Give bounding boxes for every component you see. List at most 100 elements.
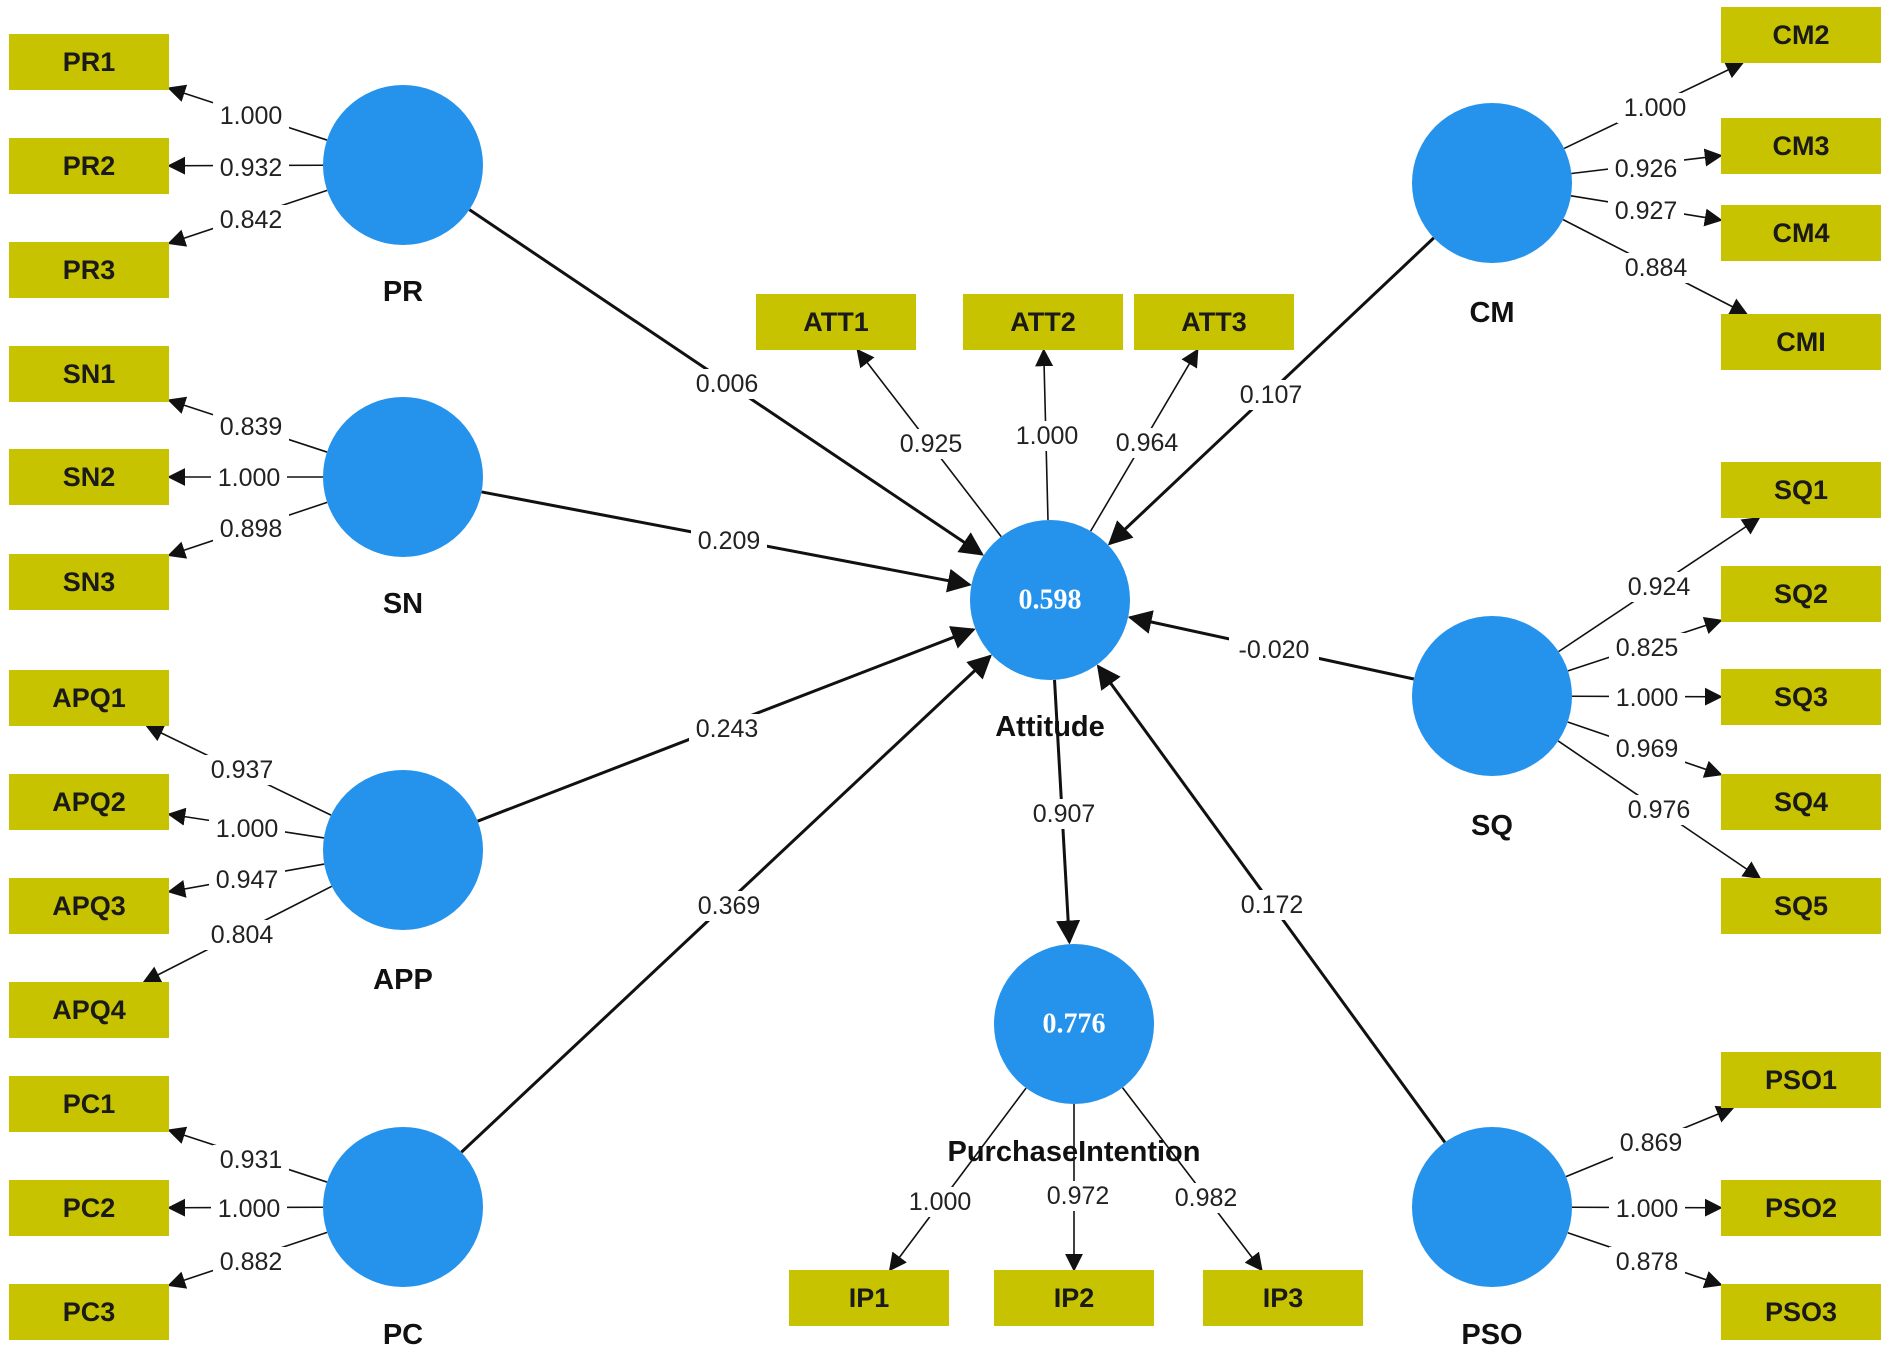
indicator-label: APQ4 [52, 995, 126, 1025]
indicator-sq5[interactable]: SQ5 [1721, 878, 1881, 934]
indicator-pc3[interactable]: PC3 [9, 1284, 169, 1340]
indicator-box [1721, 7, 1881, 63]
loading-label-sq4: 0.969 [1609, 734, 1685, 764]
loading-label-pr3-text: 0.842 [220, 206, 283, 234]
indicator-label: SQ1 [1774, 475, 1828, 505]
path-label-sn: 0.209 [691, 526, 767, 556]
indicator-ip3[interactable]: IP3 [1203, 1270, 1363, 1326]
loading-label-apq1-bg [204, 755, 280, 785]
loading-label-cm2-bg [1617, 93, 1693, 123]
indicator-cm2[interactable]: CM2 [1721, 7, 1881, 63]
indicator-pso1[interactable]: PSO1 [1721, 1052, 1881, 1108]
indicator-apq1[interactable]: APQ1 [9, 670, 169, 726]
path-label-pc-bg [691, 891, 767, 921]
loading-label-sq1: 0.924 [1621, 572, 1697, 602]
indicator-label: SN2 [63, 462, 116, 492]
indicator-box [9, 449, 169, 505]
indicator-box [1721, 314, 1881, 370]
loading-label-sn3: 0.898 [213, 514, 289, 544]
indicator-label: PR2 [63, 151, 116, 181]
latent-pr[interactable]: PR [323, 85, 483, 308]
loading-label-sn3-text: 0.898 [220, 515, 283, 543]
indicator-box [994, 1270, 1154, 1326]
latent-label: APP [373, 964, 433, 996]
path-label-att-bg [1026, 799, 1102, 829]
indicator-cmi[interactable]: CMI [1721, 314, 1881, 370]
loading-label-cm4-bg [1608, 196, 1684, 226]
indicator-box [9, 346, 169, 402]
indicator-sq3[interactable]: SQ3 [1721, 669, 1881, 725]
loading-label-pso2-text: 1.000 [1616, 1195, 1679, 1223]
loading-label-ip3-bg [1168, 1183, 1244, 1213]
indicator-label: SQ2 [1774, 579, 1828, 609]
indicator-pr2[interactable]: PR2 [9, 138, 169, 194]
latent-label: SN [383, 588, 423, 620]
indicator-ip1[interactable]: IP1 [789, 1270, 949, 1326]
indicator-label: SN3 [63, 567, 116, 597]
indicator-label: SQ5 [1774, 891, 1828, 921]
indicator-sn3[interactable]: SN3 [9, 554, 169, 610]
latent-circle [1412, 1127, 1572, 1287]
indicator-att1[interactable]: ATT1 [756, 294, 916, 350]
indicator-sn2[interactable]: SN2 [9, 449, 169, 505]
indicator-apq4[interactable]: APQ4 [9, 982, 169, 1038]
loading-label-att1: 0.925 [893, 429, 969, 459]
loading-label-pr2-text: 0.932 [220, 154, 283, 182]
loading-label-apq2-text: 1.000 [216, 815, 279, 843]
indicator-pso3[interactable]: PSO3 [1721, 1284, 1881, 1340]
indicator-pr3[interactable]: PR3 [9, 242, 169, 298]
indicator-box [9, 774, 169, 830]
indicator-sq2[interactable]: SQ2 [1721, 566, 1881, 622]
loading-label-att1-bg [893, 429, 969, 459]
indicator-ip2[interactable]: IP2 [994, 1270, 1154, 1326]
indicator-box [1721, 774, 1881, 830]
indicator-sq1[interactable]: SQ1 [1721, 462, 1881, 518]
latent-circle [994, 944, 1154, 1104]
indicator-box [756, 294, 916, 350]
loading-label-apq2: 1.000 [209, 814, 285, 844]
latent-label: PSO [1461, 1319, 1522, 1351]
loading-label-att2: 1.000 [1009, 421, 1085, 451]
loading-label-sq4-bg [1609, 734, 1685, 764]
loading-label-cmi-text: 0.884 [1625, 254, 1688, 282]
loading-label-pso3: 0.878 [1609, 1247, 1685, 1277]
path-label-sq: -0.020 [1229, 635, 1319, 665]
path-label-cm-bg [1233, 380, 1309, 410]
latent-circle [970, 520, 1130, 680]
path-label-pso-bg [1234, 890, 1310, 920]
indicator-pc2[interactable]: PC2 [9, 1180, 169, 1236]
indicator-box [1721, 462, 1881, 518]
indicator-pso2[interactable]: PSO2 [1721, 1180, 1881, 1236]
path-label-app: 0.243 [689, 714, 765, 744]
latent-cm[interactable]: CM [1412, 103, 1572, 329]
loading-label-apq4-bg [204, 920, 280, 950]
indicator-label: PC1 [63, 1089, 116, 1119]
indicator-pr1[interactable]: PR1 [9, 34, 169, 90]
indicator-pc1[interactable]: PC1 [9, 1076, 169, 1132]
latent-pc[interactable]: PC [323, 1127, 483, 1351]
indicator-apq3[interactable]: APQ3 [9, 878, 169, 934]
loading-label-sn2: 1.000 [211, 463, 287, 493]
indicator-cm4[interactable]: CM4 [1721, 205, 1881, 261]
loading-label-pr1-bg [213, 101, 289, 131]
indicator-apq2[interactable]: APQ2 [9, 774, 169, 830]
latent-sq[interactable]: SQ [1412, 616, 1572, 842]
latent-sn[interactable]: SN [323, 397, 483, 620]
loading-label-cm4: 0.927 [1608, 196, 1684, 226]
loading-label-pc3-text: 0.882 [220, 1248, 283, 1276]
indicator-label: CM2 [1772, 20, 1829, 50]
latent-pso[interactable]: PSO [1412, 1127, 1572, 1351]
indicator-sq4[interactable]: SQ4 [1721, 774, 1881, 830]
loading-label-apq3-bg [209, 865, 285, 895]
r-squared-value: 0.776 [1043, 1009, 1106, 1040]
indicator-sn1[interactable]: SN1 [9, 346, 169, 402]
latent-circle [323, 85, 483, 245]
indicator-att2[interactable]: ATT2 [963, 294, 1123, 350]
indicator-cm3[interactable]: CM3 [1721, 118, 1881, 174]
latent-app[interactable]: APP [323, 770, 483, 996]
indicator-att3[interactable]: ATT3 [1134, 294, 1294, 350]
loading-label-pc2-text: 1.000 [218, 1195, 281, 1223]
